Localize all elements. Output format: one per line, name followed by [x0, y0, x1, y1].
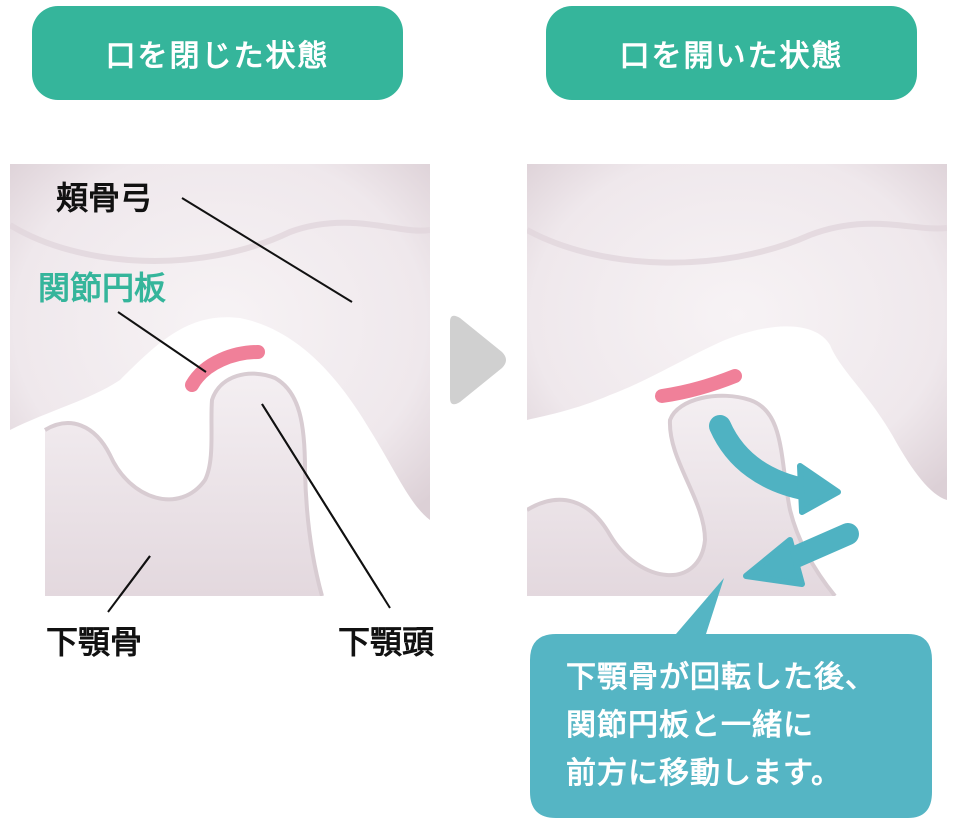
- callout-text: 下顎骨が回転した後、 関節円板と一緒に 前方に移動します。: [566, 660, 876, 791]
- skull-bone-open: [527, 164, 947, 500]
- panel-title-open: 口を開いた状態: [546, 6, 917, 100]
- rotation-arrow-icon: [709, 415, 819, 501]
- play-triangle-icon: [450, 315, 506, 405]
- mandible-bone: [45, 373, 322, 596]
- mandible-bone-open: [527, 395, 835, 596]
- label-mandible: 下顎骨: [46, 623, 143, 661]
- articular-disc-open: [655, 369, 742, 403]
- callout-bubble: [530, 578, 932, 818]
- panel-title-closed: 口を閉じた状態: [32, 6, 403, 100]
- label-mandibular-head: 下顎頭: [338, 623, 435, 661]
- label-articular-disc: 関節円板: [38, 269, 167, 307]
- closed-jaw-illustration: [10, 164, 430, 596]
- skull-bone: [10, 164, 430, 520]
- label-zygomatic-arch: 頬骨弓: [56, 179, 153, 217]
- articular-disc: [185, 345, 265, 392]
- open-jaw-illustration: [527, 164, 947, 596]
